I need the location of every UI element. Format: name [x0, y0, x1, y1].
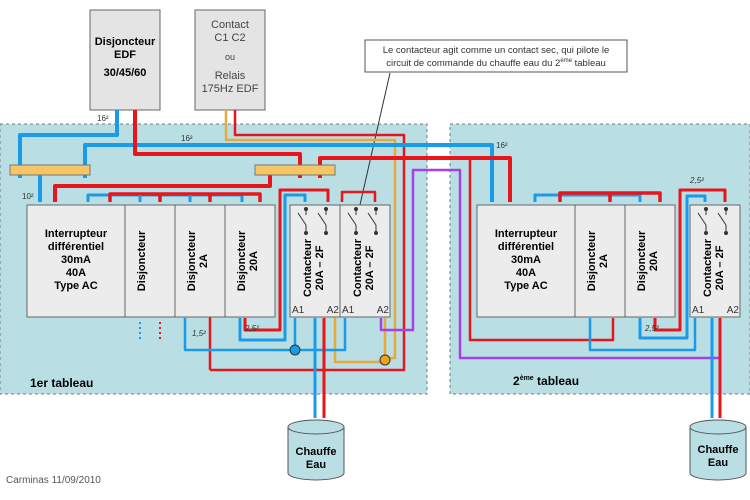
- wire-control-orange: [224, 110, 397, 360]
- p2-breaker-2a-l2: 2A: [598, 254, 610, 268]
- label-panel2-16: 16²: [496, 141, 508, 150]
- neutral-bus-bar: [9, 164, 91, 176]
- label-main-16: 16²: [97, 114, 109, 123]
- wire-bus-red-p1-tap: [158, 194, 212, 202]
- wire-phase-rcd: [53, 172, 272, 202]
- heater-2-l1: Chauffe: [698, 444, 739, 456]
- wire-p2-blue-loop: [588, 318, 697, 352]
- p1-breaker-a: [124, 204, 176, 318]
- heater-1-l2: Eau: [306, 459, 326, 471]
- p2-rcd-l3: 30mA: [511, 254, 541, 266]
- contact-l4: Relais: [215, 70, 246, 82]
- edf-breaker-l2: EDF: [114, 49, 136, 61]
- p2-contactor-switch-icon: [697, 207, 728, 235]
- wire-contactor2-red-in: [340, 190, 377, 202]
- p1-breaker-20a-l1: Disjoncteur: [236, 230, 248, 291]
- wire-control-orange-a2: [333, 318, 385, 364]
- p1-contactor-2: [339, 204, 391, 318]
- p1-contactor-1-a1: A1: [292, 305, 305, 316]
- p2-breaker-20a-l2: 20A: [648, 251, 660, 271]
- label-p2-contactor-25: 2,5²: [689, 176, 704, 185]
- label-b2a-15: 1,5²: [192, 329, 206, 338]
- heater-2-l2: Eau: [708, 457, 728, 469]
- p2-contactor: [689, 204, 741, 318]
- phase-bus-bar: [254, 164, 336, 176]
- wire-control-red: [210, 110, 406, 372]
- wire-neutral-feed: [83, 143, 494, 202]
- contact-l5: 175Hz EDF: [202, 83, 259, 95]
- p1-contactor-1-l2: 20A – 2F: [314, 245, 326, 290]
- wire-contactor1-blue-in: [238, 193, 307, 342]
- p2-rcd-l1: Interrupteur: [495, 228, 558, 240]
- p1-contactor-2-l2: 20A – 2F: [364, 245, 376, 290]
- p1-contactor-2-l1: Contacteur: [352, 238, 364, 297]
- wire-contactor1-red-in: [243, 188, 330, 332]
- p1-rcd-l4: 40A: [66, 267, 86, 279]
- wire-p2-contactor-red: [653, 188, 727, 332]
- edf-breaker-l1: Disjoncteur: [95, 36, 156, 48]
- panel-2-modules: Interrupteur différentiel 30mA 40A Type …: [476, 204, 741, 318]
- junction-orange: [379, 354, 391, 366]
- label-p2-b20a-25: 2,5²: [644, 324, 659, 333]
- p1-breaker-2a: [174, 204, 226, 318]
- contact-box: [194, 9, 266, 111]
- p2-contactor-l2: 20A – 2F: [714, 245, 726, 290]
- wire-bus-red-p1: [108, 192, 262, 202]
- panel-1-modules: Interrupteur différentiel 30mA 40A Type …: [26, 204, 391, 318]
- p1-rcd-l5: Type AC: [54, 280, 97, 292]
- p1-contactor-2-switch-icon: [347, 207, 378, 235]
- p2-breaker-20a: [624, 204, 676, 318]
- label-feed-16: 16²: [181, 134, 193, 143]
- wire-b2a-blue: [183, 318, 347, 352]
- wire-bus-blue-p1-tap: [138, 195, 192, 202]
- p2-contactor-a1: A1: [692, 305, 705, 316]
- p2-rcd-module: [476, 204, 576, 318]
- label-b20a-25: 2,5²: [244, 324, 259, 333]
- edf-breaker-box: [89, 9, 161, 111]
- p1-rcd-l1: Interrupteur: [45, 228, 108, 240]
- wire-control-purple: [379, 168, 722, 360]
- p1-rcd-l2: différentiel: [48, 241, 104, 253]
- p1-rcd-l3: 30mA: [61, 254, 91, 266]
- wire-p2-red-loop: [468, 158, 615, 342]
- wire-bus-blue-p2: [533, 193, 642, 202]
- edf-breaker-l3: 30/45/60: [104, 67, 147, 79]
- p2-rcd-l5: Type AC: [504, 280, 547, 292]
- p2-contactor-l1: Contacteur: [702, 238, 714, 297]
- p1-breaker-20a: [224, 204, 276, 318]
- p1-rcd-module: [26, 204, 126, 318]
- p1-contactor-1-a2: A2: [327, 305, 340, 316]
- water-heater-1: Chauffe Eau: [287, 419, 345, 481]
- contact-l3: ou: [225, 52, 235, 62]
- wire-neutral-main: [18, 110, 119, 178]
- callout-line2: circuit de commande du chauffe eau du 2è…: [386, 58, 606, 69]
- p1-contactor-1: [289, 204, 341, 318]
- panel-1-title: 1er tableau: [30, 376, 93, 390]
- author-credit: Carminas 11/09/2010: [6, 475, 101, 486]
- p2-breaker-20a-l1: Disjoncteur: [636, 230, 648, 291]
- p2-contactor-a2: A2: [727, 305, 740, 316]
- heater-1-l1: Chauffe: [296, 446, 337, 458]
- p2-rcd-l4: 40A: [516, 267, 536, 279]
- contact-l1: Contact: [211, 19, 249, 31]
- junction-blue: [289, 344, 301, 356]
- p1-contactor-1-l1: Contacteur: [302, 238, 314, 297]
- p1-contactor-2-a1: A1: [342, 305, 355, 316]
- water-heater-2: Chauffe Eau: [689, 419, 747, 481]
- p1-breaker-a-l1: Disjoncteur: [136, 230, 148, 291]
- callout-line1: Le contacteur agit comme un contact sec,…: [383, 45, 610, 56]
- label-rcd-10: 10²: [22, 192, 34, 201]
- p1-contactor-1-switch-icon: [297, 207, 328, 235]
- panel-2-title: 2ème tableau: [513, 374, 579, 388]
- p1-contactor-2-a2: A2: [377, 305, 390, 316]
- wire-p2-contactor-blue: [638, 194, 707, 340]
- contact-l2: C1 C2: [214, 32, 245, 44]
- callout-box: [364, 39, 628, 73]
- p1-breaker-20a-l2: 20A: [248, 251, 260, 271]
- p2-breaker-2a-l1: Disjoncteur: [586, 230, 598, 291]
- p1-breaker-2a-l1: Disjoncteur: [186, 230, 198, 291]
- p2-rcd-l2: différentiel: [498, 241, 554, 253]
- p1-breaker-2a-l2: 2A: [198, 254, 210, 268]
